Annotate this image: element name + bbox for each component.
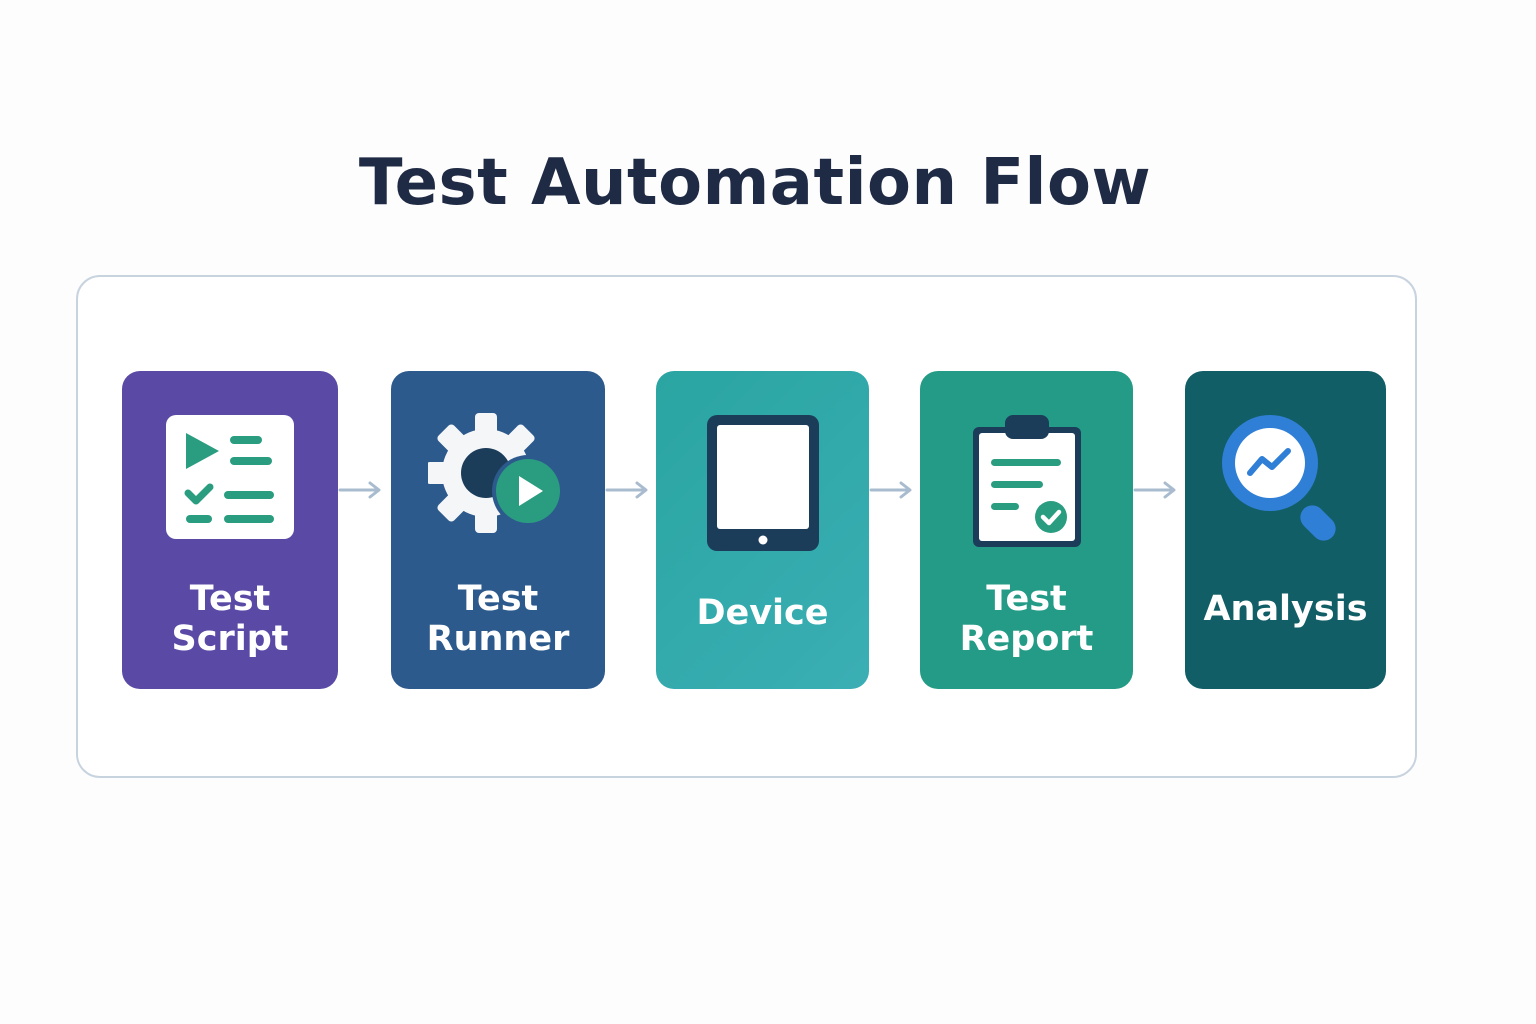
step-card-test-runner: Test Runner bbox=[391, 371, 605, 689]
clipboard-report-icon bbox=[920, 371, 1133, 571]
step-card-device: Device bbox=[656, 371, 869, 689]
script-checklist-icon bbox=[122, 371, 338, 571]
step-label: Test Report bbox=[959, 579, 1094, 659]
tablet-icon bbox=[656, 371, 869, 571]
step-label: Test Runner bbox=[426, 579, 570, 659]
step-card-test-script: Test Script bbox=[122, 371, 338, 689]
magnifier-chart-icon bbox=[1185, 371, 1386, 571]
arrow-right-icon bbox=[605, 481, 648, 499]
step-card-analysis: Analysis bbox=[1185, 371, 1386, 689]
arrow-right-icon bbox=[338, 481, 381, 499]
step-label: Analysis bbox=[1203, 589, 1368, 629]
page-title: Test Automation Flow bbox=[358, 146, 1152, 220]
arrow-right-icon bbox=[1133, 481, 1176, 499]
step-label: Test Script bbox=[171, 579, 289, 659]
gear-play-icon bbox=[391, 371, 605, 571]
arrow-right-icon bbox=[869, 481, 912, 499]
step-label: Device bbox=[696, 593, 829, 633]
step-card-test-report: Test Report bbox=[920, 371, 1133, 689]
